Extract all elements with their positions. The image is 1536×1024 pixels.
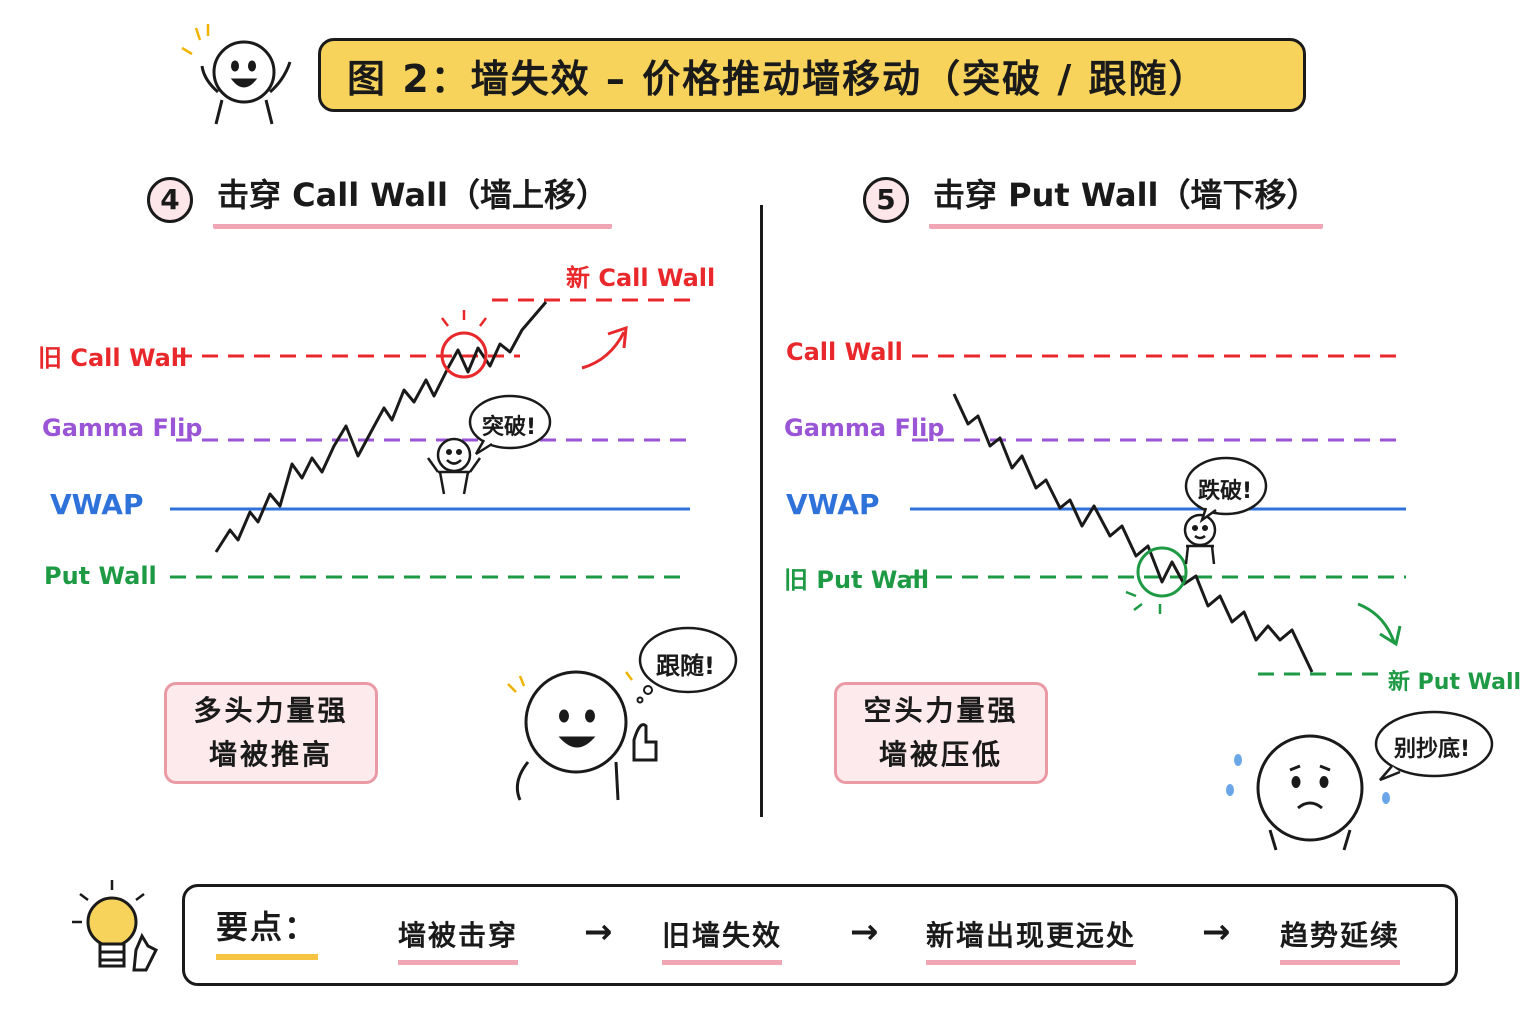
- bubble-breakdown-text: 跌破!: [1198, 479, 1253, 504]
- put-wall-move-arrowhead: [1379, 625, 1402, 647]
- call-wall-move-arrowhead: [607, 325, 628, 349]
- bubble-breakdown-tail: [1199, 507, 1217, 524]
- bubble-breakdown: [1184, 456, 1268, 516]
- summary-step-1: 墙被击穿: [398, 914, 519, 965]
- breakdown-circle: [1136, 546, 1188, 598]
- character-cheering: [200, 40, 292, 125]
- center-divider: [760, 205, 763, 817]
- label-old-call-wall: 旧 Call Wall: [38, 344, 188, 372]
- note-bull: 多头力量强 墙被推高: [164, 682, 378, 784]
- bubble-follow: [638, 626, 738, 694]
- bubble-breakout: [468, 394, 552, 450]
- character-breakdown: [1183, 513, 1217, 565]
- section-5-heading: 5 击穿 Put Wall（墙下移）: [863, 170, 1323, 229]
- note-bull-line1: 多头力量强: [193, 694, 349, 727]
- character-worried: [1256, 734, 1364, 851]
- put-wall-move-arrow: [1357, 602, 1396, 643]
- section-5-number: 5: [863, 176, 909, 223]
- summary-arrow-2: →: [850, 912, 879, 952]
- bubble-no-bottom: [1374, 710, 1494, 778]
- note-bull-line2: 墙被推高: [208, 738, 333, 771]
- note-bear-line1: 空头力量强: [863, 694, 1019, 727]
- bubble-no-bottom-tail: [1379, 765, 1401, 782]
- breakout-circle: [440, 331, 488, 379]
- title-banner: 图 2：墙失效 – 价格推动墙移动（突破 / 跟随）: [318, 38, 1306, 112]
- note-bear-line2: 墙被压低: [878, 738, 1003, 771]
- bubble-breakout-text: 突破!: [482, 415, 537, 440]
- summary-box: [182, 884, 1458, 986]
- label-new-call-wall: 新 Call Wall: [566, 264, 716, 292]
- breakdown-sparks: [1125, 590, 1162, 614]
- bubble-follow-text: 跟随!: [656, 652, 715, 680]
- label-put-wall-left: Put Wall: [44, 562, 157, 590]
- summary-step-2: 旧墙失效: [662, 914, 783, 965]
- summary-step-3: 新墙出现更远处: [926, 914, 1137, 965]
- section-4-title: 击穿 Call Wall（墙上移）: [213, 170, 612, 229]
- label-vwap-right: VWAP: [786, 488, 880, 521]
- lightbulb-icon: [86, 896, 159, 972]
- price-path-up: [214, 301, 548, 553]
- figure-title: 图 2：墙失效 – 价格推动墙移动（突破 / 跟随）: [347, 56, 1209, 101]
- summary-label: 要点：: [216, 902, 319, 960]
- bubble-follow-dot1: [643, 685, 653, 695]
- summary-arrow-3: →: [1202, 912, 1231, 952]
- label-vwap-left: VWAP: [50, 488, 144, 521]
- note-bear: 空头力量强 墙被压低: [834, 682, 1048, 784]
- label-gamma-flip-left: Gamma Flip: [42, 414, 203, 442]
- bubble-follow-dot2: [636, 696, 644, 704]
- character-follow: [515, 670, 658, 801]
- price-path-down: [952, 393, 1314, 673]
- bubble-no-bottom-text: 别抄底!: [1394, 737, 1471, 762]
- label-old-put-wall: 旧 Put Wall: [784, 566, 930, 594]
- label-call-wall-right: Call Wall: [786, 338, 903, 366]
- breakout-sparks: [441, 310, 487, 327]
- lightbulb-rays: [72, 880, 145, 924]
- summary-arrow-1: →: [584, 912, 613, 952]
- sweat-drops: [1226, 754, 1390, 804]
- bubble-breakout-tail: [474, 439, 493, 456]
- cheering-sparks: [181, 24, 210, 56]
- label-gamma-flip-right: Gamma Flip: [784, 414, 945, 442]
- section-4-number: 4: [147, 176, 193, 223]
- character-breakout: [426, 437, 482, 495]
- section-4-heading: 4 击穿 Call Wall（墙上移）: [147, 170, 612, 229]
- section-5-title: 击穿 Put Wall（墙下移）: [929, 170, 1323, 229]
- call-wall-move-arrow: [581, 331, 626, 370]
- label-new-put-wall: 新 Put Wall: [1388, 670, 1522, 695]
- summary-step-4: 趋势延续: [1280, 914, 1401, 965]
- follow-sparks: [507, 671, 633, 693]
